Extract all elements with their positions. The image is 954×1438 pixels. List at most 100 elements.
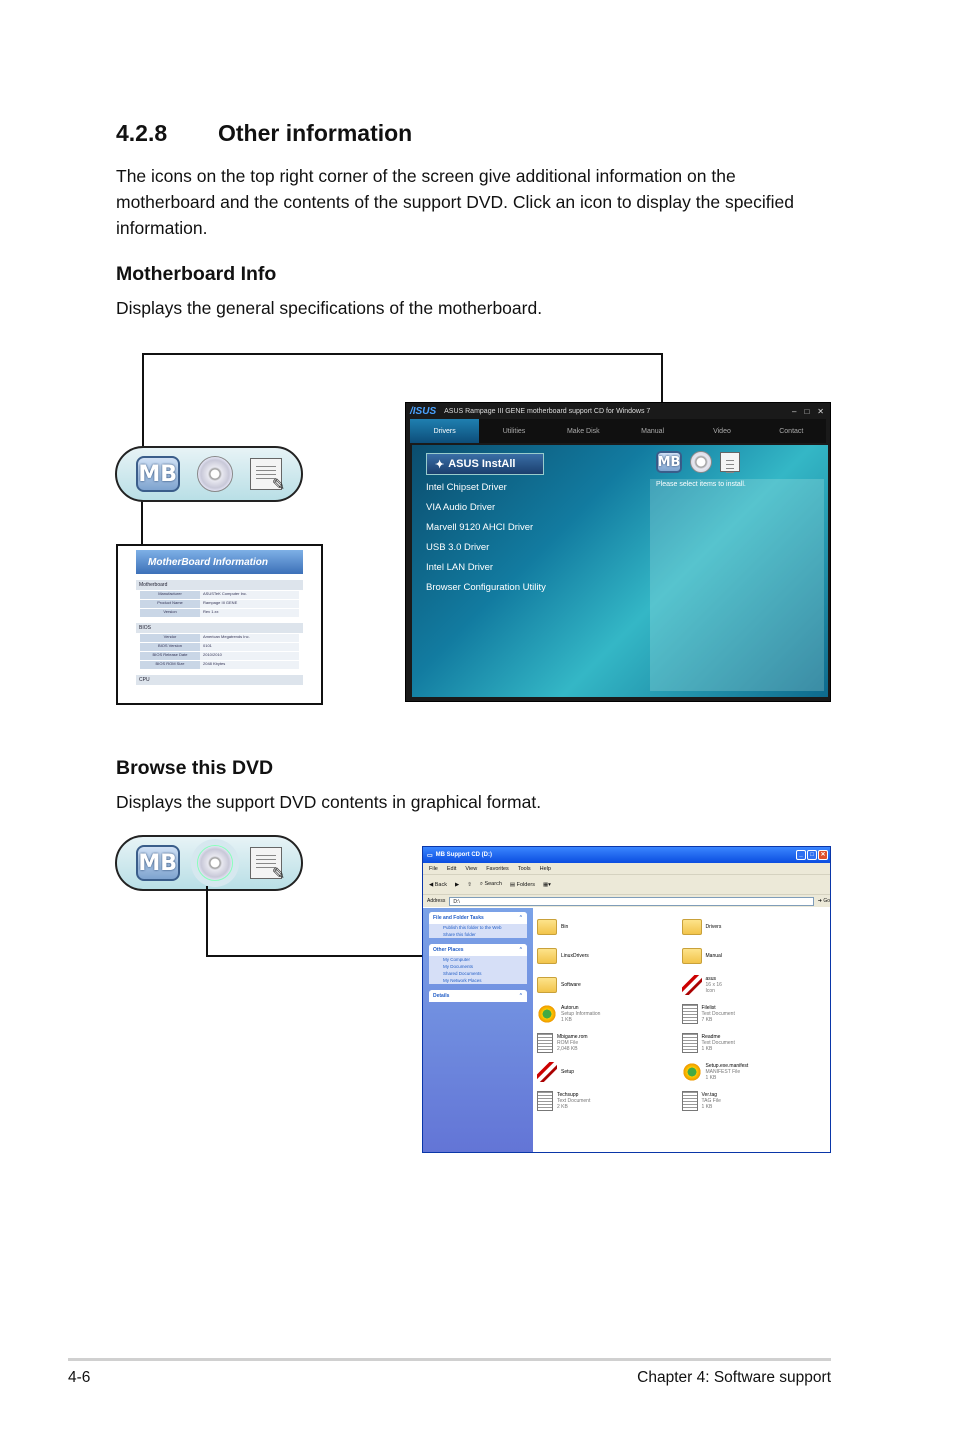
chevron-icon[interactable]: ⌃ [518,947,523,953]
file-item[interactable]: LinuxDrivers [537,941,682,970]
folders-button[interactable]: ▤ Folders [509,881,535,888]
tab-utilities[interactable]: Utilities [502,427,526,435]
info-key: Version [140,609,200,617]
file-detail: 1 KB [701,1045,713,1052]
address-label: Address [427,898,446,904]
menu-favorites[interactable]: Favorites [486,865,509,872]
task-panel-header[interactable]: Other Places ⌃ [429,944,527,956]
tab-manual[interactable]: Manual [641,427,665,435]
menu-edit[interactable]: Edit [446,865,457,872]
motherboard-info-icon[interactable]: MB [656,451,682,473]
technical-support-form-icon[interactable] [250,458,285,495]
footer-rule [68,1358,831,1361]
task-panel-header[interactable]: Details⌃ [429,990,527,1002]
file-detail: 16 x 16 [705,981,722,988]
task-panel-header[interactable]: File and Folder Tasks⌃ [429,912,527,924]
minimize-icon[interactable]: _ [796,850,806,860]
task-link[interactable]: Share this folder [443,932,476,937]
menu-file[interactable]: File [429,865,438,872]
driver-item[interactable]: Marvell 9120 AHCI Driver [426,522,534,533]
browse-dvd-icon[interactable] [196,456,233,492]
menu-view[interactable]: View [465,865,478,872]
section-title: Other information [218,120,413,146]
file-item[interactable]: Software [537,970,682,999]
info-key: Manufacturer [140,591,200,599]
file-detail: TAG File [701,1097,721,1104]
menu-tools[interactable]: Tools [517,865,531,872]
views-icon[interactable]: ▦▾ [542,881,551,888]
forward-icon[interactable]: ▶ [455,881,460,888]
task-link[interactable]: Shared Documents [443,971,482,976]
driver-item[interactable]: Intel LAN Driver [426,562,494,573]
technical-support-form-icon[interactable] [720,452,740,474]
browse-dvd-icon[interactable] [690,451,712,473]
asus-install-button[interactable]: ✦ ASUS InstAll [426,453,544,475]
browse-dvd-icon[interactable] [196,845,233,881]
motherboard-info-icon[interactable]: MB [135,845,180,881]
file-label: Bin [561,924,568,930]
task-panel-title: Other Places [433,947,464,953]
close-icon[interactable]: ✕ [817,406,824,416]
go-button[interactable]: ➜ Go [817,898,830,904]
file-item[interactable]: Manual [681,941,827,970]
chapter-title: Chapter 4: Software support [637,1369,831,1386]
info-value: ASUSTeK Computer Inc. [200,591,299,599]
tab-make-disk[interactable]: Make Disk [566,427,600,435]
motherboard-info-icon[interactable]: MB [135,456,180,492]
close-icon[interactable]: ✕ [818,850,828,860]
driver-item[interactable]: VIA Audio Driver [426,502,496,513]
chevron-icon[interactable]: ⌃ [518,915,523,921]
file-name: Autorun [561,1004,579,1011]
task-link[interactable]: My Computer [443,957,471,962]
file-name: Ver.tag [701,1091,718,1098]
file-detail: Setup Information [561,1010,601,1017]
task-link[interactable]: My Network Places [443,978,482,983]
file-label: Manual [706,953,722,959]
driver-item[interactable]: Intel Chipset Driver [426,482,507,493]
up-folder-icon[interactable]: ⇧ [467,881,472,888]
file-detail: 1 KB [705,1074,717,1081]
tab-drivers[interactable]: Drivers [410,419,480,443]
tab-video[interactable]: Video [713,427,731,435]
info-icons-bar: MB [115,446,303,502]
asus-logo: /ISUS [410,405,437,417]
driver-item[interactable]: USB 3.0 Driver [426,542,490,553]
tab-contact[interactable]: Contact [779,427,804,435]
info-section-header: Motherboard [136,580,303,590]
file-item[interactable]: Drivers [681,912,827,941]
explorer-menubar: File Edit View Favorites Tools Help [423,863,830,874]
maximize-icon[interactable]: □ [807,850,817,860]
task-link[interactable]: My Documents [443,964,474,969]
file-item[interactable]: Setup [537,1057,682,1086]
search-button[interactable]: ⌕ Search [479,881,502,887]
file-label: LinuxDrivers [561,953,589,959]
address-input[interactable]: D:\ [449,896,814,906]
folder-icon [681,918,702,935]
back-button[interactable]: ◀ Back [429,881,447,888]
technical-support-form-icon[interactable] [250,847,285,884]
menu-help[interactable]: Help [539,865,551,872]
driver-item[interactable]: Browser Configuration Utility [426,582,546,593]
file-item[interactable]: Bin [537,912,682,941]
doc-icon [681,1032,698,1053]
info-value: 2048 Kbytes [200,661,299,669]
file-detail: Text Document [701,1010,735,1017]
restore-icon[interactable]: □ [804,406,810,416]
minimize-icon[interactable]: – [792,406,797,416]
chevron-icon[interactable]: ⌃ [518,993,523,999]
task-link[interactable]: Publish this folder to the Web [443,925,502,930]
file-name: asus [705,975,717,982]
